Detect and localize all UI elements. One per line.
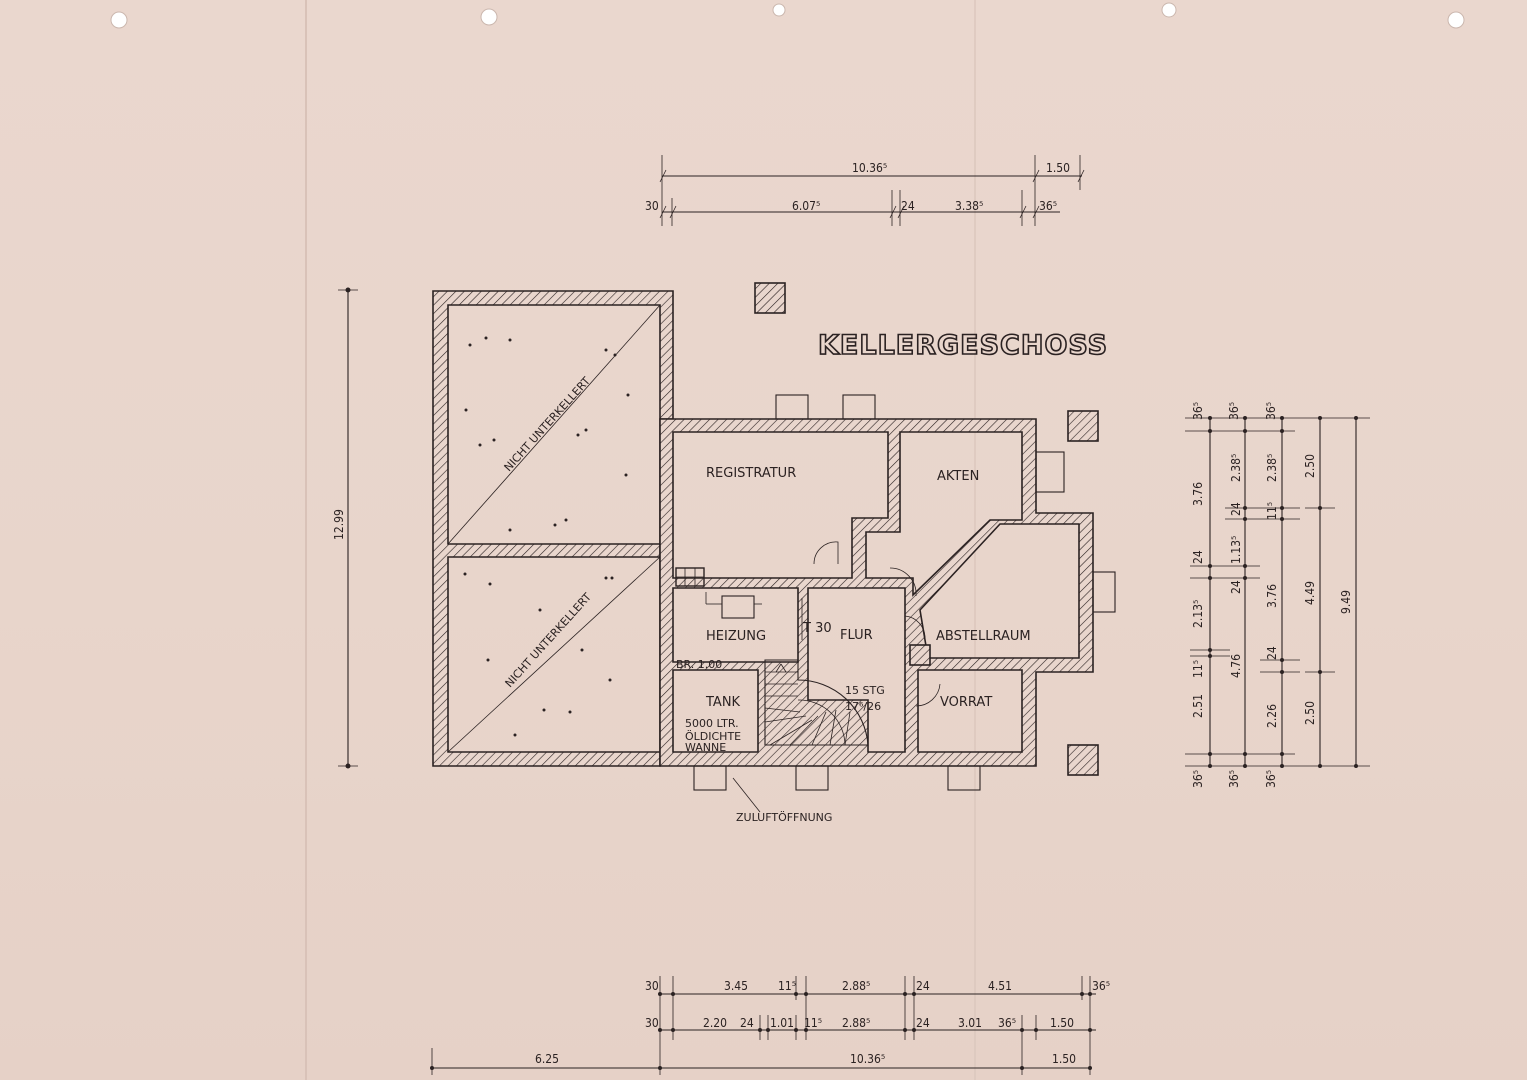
- dim-b-r2-b: 2.20: [703, 1016, 727, 1030]
- label-zuluft: ZULUFTÖFFNUNG: [736, 811, 832, 824]
- dim-r-c1-g: 36⁵: [1191, 770, 1205, 788]
- label-heizung: HEIZUNG: [706, 629, 766, 644]
- dim-top-d: 3.38⁵: [955, 199, 983, 213]
- dim-r-c3-d: 3.76: [1265, 584, 1279, 608]
- dim-r-c1-e: 11⁵: [1191, 660, 1205, 678]
- dim-r-c3-f: 2.26: [1265, 704, 1279, 728]
- dim-r-c3-c: 11⁵: [1265, 502, 1279, 520]
- dim-b-r2-d: 1.01: [770, 1016, 794, 1030]
- label-tank-note2: WANNE: [685, 741, 726, 754]
- dim-r-c2-e: 24: [1229, 580, 1243, 594]
- dim-r-c2-f: 4.76: [1229, 654, 1243, 678]
- dim-r-c2-b: 2.38⁵: [1229, 454, 1243, 482]
- label-tank-capacity: 5000 LTR.: [685, 717, 739, 730]
- label-akten: AKTEN: [937, 469, 979, 484]
- dim-b-r2-h: 3.01: [958, 1016, 982, 1030]
- dim-b-r2-a: 30: [645, 1016, 659, 1030]
- label-tank: TANK: [705, 695, 741, 710]
- label-stairs-count: 15 STG: [845, 684, 885, 697]
- boiler: [705, 592, 762, 619]
- dim-top-c: 24: [901, 199, 915, 213]
- label-tank-note1: ÖLDICHTE: [685, 730, 741, 743]
- unexcavated-marks: [447, 304, 661, 753]
- dim-r-c2-g: 36⁵: [1227, 770, 1241, 788]
- sheet-marks: [110, 0, 1465, 1080]
- dim-top-a: 30: [645, 199, 659, 213]
- dim-b-r2-g: 24: [916, 1016, 930, 1030]
- dim-r-c2-a: 36⁵: [1227, 402, 1241, 420]
- label-abstellraum: ABSTELLRAUM: [936, 629, 1031, 644]
- dim-top-right: 1.50: [1046, 161, 1070, 175]
- label-flur: FLUR: [840, 628, 873, 643]
- dim-r-c2-c: 24: [1229, 502, 1243, 516]
- label-stairs-ratio: 17⁶/26: [845, 700, 881, 713]
- dim-b-r2-i: 36⁵: [998, 1016, 1016, 1030]
- zuluft-leader: [732, 777, 761, 813]
- dim-r-c1-c: 24: [1191, 550, 1205, 564]
- dim-b-r1-e: 24: [916, 979, 930, 993]
- dim-r-c3-e: 24: [1265, 646, 1279, 660]
- label-nicht-unterkellert-bottom: NICHT UNTERKELLERT: [503, 590, 595, 690]
- dim-r-c2-d: 1.13⁵: [1229, 536, 1243, 564]
- light-wells: [693, 394, 1116, 791]
- dim-r-c1-a: 36⁵: [1191, 402, 1205, 420]
- dim-r-c1-f: 2.51: [1191, 694, 1205, 718]
- label-registratur: REGISTRATUR: [706, 466, 796, 481]
- dim-b-r1-c: 11⁵: [778, 979, 796, 993]
- dim-b-r3-a: 6.25: [535, 1052, 559, 1066]
- dim-left-total: 12.99: [332, 509, 346, 540]
- dimensions-bottom: 30 3.45 11⁵ 2.88⁵ 24 4.51 36⁵ 30 2.20 24…: [430, 976, 1110, 1075]
- dimensions-right: 36⁵ 3.76 24 2.13⁵ 11⁵ 2.51 36⁵ 36⁵ 2.38⁵…: [1185, 402, 1370, 788]
- label-tank-br: BR. 1.00: [676, 658, 722, 671]
- doors: [801, 541, 941, 707]
- dim-r-c4-c: 2.50: [1303, 701, 1317, 725]
- dim-b-r1-b: 3.45: [724, 979, 748, 993]
- label-vorrat: VORRAT: [940, 695, 992, 710]
- dim-b-r1-g: 36⁵: [1092, 979, 1110, 993]
- dim-b-r2-e: 11⁵: [804, 1016, 822, 1030]
- dim-b-r3-b: 10.36⁵: [850, 1052, 885, 1066]
- dim-b-r2-f: 2.88⁵: [842, 1016, 870, 1030]
- dim-top-total: 10.36⁵: [852, 161, 887, 175]
- dim-b-r2-c: 24: [740, 1016, 754, 1030]
- dim-b-r2-j: 1.50: [1050, 1016, 1074, 1030]
- dim-r-c3-g: 36⁵: [1264, 770, 1278, 788]
- dim-top-b: 6.07⁵: [792, 199, 820, 213]
- dim-r-c5: 9.49: [1339, 590, 1353, 614]
- dim-b-r1-f: 4.51: [988, 979, 1012, 993]
- dimension-left: 12.99: [332, 287, 358, 769]
- dim-r-c4-a: 2.50: [1303, 454, 1317, 478]
- label-t30: T 30: [802, 621, 832, 636]
- label-nicht-unterkellert-top: NICHT UNTERKELLERT: [502, 374, 594, 474]
- dim-b-r3-c: 1.50: [1052, 1052, 1076, 1066]
- staircase: [764, 659, 869, 746]
- dim-b-r1-a: 30: [645, 979, 659, 993]
- dim-r-c3-a: 36⁵: [1264, 402, 1278, 420]
- dim-r-c1-b: 3.76: [1191, 482, 1205, 506]
- dim-top-e: 36⁵: [1039, 199, 1057, 213]
- dim-r-c4-b: 4.49: [1303, 581, 1317, 605]
- dim-b-r1-d: 2.88⁵: [842, 979, 870, 993]
- dimensions-top: 10.36⁵ 1.50 30 6.07⁵ 24 3.38⁵ 36⁵: [645, 155, 1085, 226]
- dim-r-c3-b: 2.38⁵: [1265, 454, 1279, 482]
- room-labels: REGISTRATUR AKTEN HEIZUNG T 30 FLUR ABST…: [676, 466, 1031, 824]
- walls: [432, 282, 1099, 776]
- dim-r-c1-d: 2.13⁵: [1191, 600, 1205, 628]
- plan-title: KELLERGESCHOSS: [818, 330, 1108, 361]
